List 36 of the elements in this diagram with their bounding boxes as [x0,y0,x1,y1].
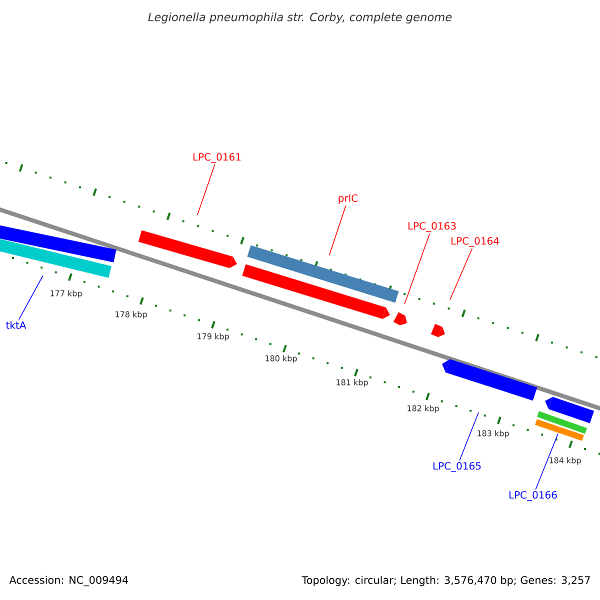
gene-feature [537,411,587,434]
gene-label: LPC_0161 [193,153,241,163]
scale-label: 181 kbp [336,379,368,387]
gene-label: tktA [6,321,26,329]
gene-label: LPC_0164 [451,237,499,247]
gene-label: LPC_0166 [509,491,557,501]
gene-feature [0,238,112,278]
leader-line [404,233,430,305]
scale-label: 183 kbp [478,430,509,438]
leader-line [328,205,346,256]
gene-feature [442,359,538,401]
leader-line [18,275,44,320]
gene-feature [138,230,237,268]
gene-feature [545,396,594,424]
gene-feature [393,312,407,326]
scale-label: 179 kbp [198,333,229,341]
gene-label: prlC [338,194,358,204]
gene-feature [247,245,399,303]
gene-label: LPC_0165 [433,462,481,472]
scale-label: 184 kbp [550,457,581,465]
footer-text: Accession: NC_009494 [9,576,128,586]
gene-label: LPC_0163 [408,222,456,232]
leader-line [459,412,479,461]
leader-line [535,433,558,490]
gene-feature [242,264,390,319]
footer-text: Topology: circular; Length: 3,576,470 bp; Genes: 3,257 [302,576,590,586]
scale-label: 178 kbp [116,311,147,319]
gene-feature [535,419,584,441]
gene-feature [0,224,116,262]
scale-label: 180 kbp [266,355,297,363]
leader-line [196,164,216,216]
scale-label: 182 kbp [408,405,439,413]
gene-feature [430,324,445,338]
leader-line [450,248,473,300]
scale-label: 177 kbp [50,290,82,298]
title: Legionella pneumophila str. Corby, complete genome [148,12,452,24]
